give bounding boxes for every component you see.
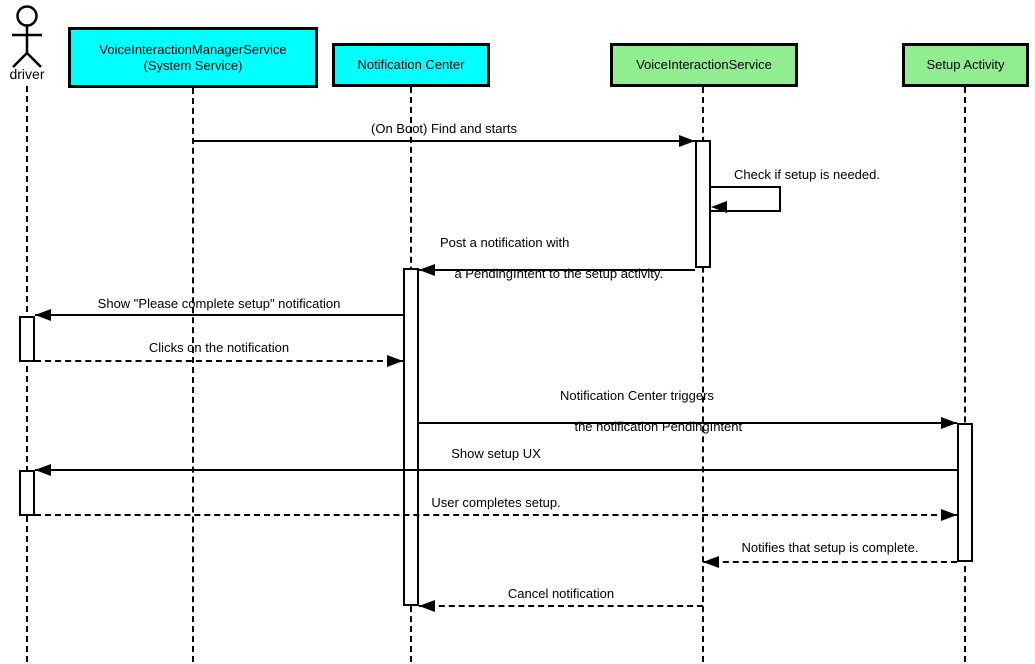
arrowhead-left-icon xyxy=(419,264,435,276)
message-line-on-boot-find-and-starts xyxy=(193,140,695,142)
lifeline-voice-interaction-service xyxy=(702,87,704,662)
message-label-user-completes-setup: User completes setup. xyxy=(431,495,561,510)
message-label-line2: a PendingIntent to the setup activity. xyxy=(454,266,664,281)
participant-sublabel: (System Service) xyxy=(143,57,243,73)
activation-bar-voice-interaction-service xyxy=(695,140,711,268)
message-label-notifies-setup-complete: Notifies that setup is complete. xyxy=(741,540,919,555)
participant-label: Setup Activity xyxy=(926,57,1005,72)
message-label-triggers-pending-intent: Notification Center triggers the notific… xyxy=(560,388,820,450)
arrowhead-left-icon xyxy=(711,201,727,213)
message-label-line2: the notification PendingIntent xyxy=(574,419,743,434)
lifeline-voice-interaction-manager-service xyxy=(192,88,194,662)
message-line-triggers-pending-intent xyxy=(419,422,957,424)
participant-label: Notification Center xyxy=(357,57,465,72)
actor-stick-figure-icon xyxy=(12,5,42,68)
message-label-clicks-notification: Clicks on the notification xyxy=(148,340,290,355)
message-line-clicks-notification xyxy=(35,360,403,362)
message-label-cancel-notification: Cancel notification xyxy=(507,586,615,601)
message-label-show-setup-ux: Show setup UX xyxy=(451,446,541,461)
participant-box-setup-activity: Setup Activity xyxy=(902,43,1029,87)
participant-label: VoiceInteractionManagerService xyxy=(99,41,287,57)
message-label-on-boot-find-and-starts: (On Boot) Find and starts xyxy=(371,121,517,136)
arrowhead-left-icon xyxy=(35,309,51,321)
arrowhead-right-icon xyxy=(941,509,957,521)
message-label-line1: Notification Center triggers xyxy=(560,388,714,403)
arrowhead-left-icon xyxy=(703,556,719,568)
message-label-show-setup-notification: Show "Please complete setup" notificatio… xyxy=(97,296,341,311)
self-message-loop-check-setup xyxy=(711,186,781,212)
message-line-notifies-setup-complete xyxy=(703,561,957,563)
arrowhead-right-icon xyxy=(941,417,957,429)
lifeline-driver xyxy=(26,86,28,662)
activation-bar-driver-1 xyxy=(19,316,35,362)
arrowhead-right-icon xyxy=(679,135,695,147)
message-label-line1: Post a notification with xyxy=(440,235,570,250)
message-label-check-if-setup-needed: Check if setup is needed. xyxy=(734,167,880,182)
activation-bar-driver-2 xyxy=(19,470,35,516)
actor-driver-label: driver xyxy=(9,66,45,82)
message-label-post-notification: Post a notification with a PendingIntent… xyxy=(440,235,720,297)
message-line-show-setup-notification xyxy=(35,314,403,316)
arrowhead-left-icon xyxy=(419,600,435,612)
participant-label: VoiceInteractionService xyxy=(636,57,772,72)
message-line-post-notification xyxy=(419,269,695,271)
activation-bar-setup-activity xyxy=(957,423,973,562)
participant-box-voice-interaction-manager-service: VoiceInteractionManagerService (System S… xyxy=(68,27,318,88)
message-line-show-setup-ux xyxy=(35,469,957,471)
lifeline-setup-activity xyxy=(964,87,966,662)
activation-bar-notification-center xyxy=(403,268,419,606)
participant-box-voice-interaction-service: VoiceInteractionService xyxy=(610,43,798,87)
message-line-user-completes-setup xyxy=(35,514,957,516)
message-line-cancel-notification xyxy=(419,605,703,607)
arrowhead-right-icon xyxy=(387,355,403,367)
participant-box-notification-center: Notification Center xyxy=(332,43,490,87)
arrowhead-left-icon xyxy=(35,464,51,476)
